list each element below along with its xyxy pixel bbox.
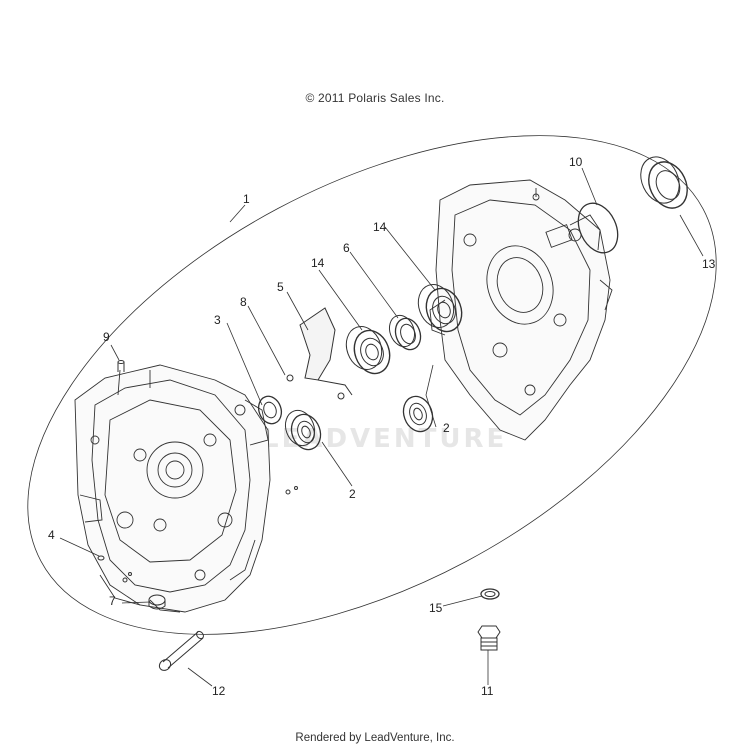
seal-6 [388, 314, 422, 351]
right-crankcase [429, 179, 613, 441]
screw-8 [286, 374, 345, 400]
callout-12: 12 [212, 684, 226, 698]
bearing-2-right [402, 395, 434, 433]
oil-seal [640, 156, 688, 209]
bolt-12 [158, 630, 204, 671]
washer [480, 588, 500, 600]
bearing-2-center [284, 409, 322, 451]
drain-plug [477, 625, 501, 651]
callout-2-center: 2 [349, 487, 356, 501]
rendered-by-text: Rendered by LeadVenture, Inc. [295, 732, 455, 744]
leader-lines [59, 167, 704, 687]
callout-4: 4 [48, 528, 55, 542]
callout-10: 10 [569, 155, 583, 169]
assembly-outline [27, 135, 717, 635]
callout-labels: 1 2 2 3 4 5 6 7 8 9 10 11 12 13 14 14 15 [48, 155, 716, 698]
callout-9: 9 [103, 330, 110, 344]
seal-3 [257, 395, 283, 425]
callout-3: 3 [214, 313, 221, 327]
dowel-pin [117, 360, 125, 372]
callout-14-right: 14 [373, 220, 387, 234]
bearing-upper-right [417, 284, 463, 333]
callout-13: 13 [702, 257, 716, 271]
copyright-text: © 2011 Polaris Sales Inc. [305, 91, 445, 105]
callout-5: 5 [277, 280, 284, 294]
bearing-lower-left [345, 326, 391, 375]
callout-14-left: 14 [311, 256, 325, 270]
plug-7 [148, 594, 166, 610]
callout-7: 7 [109, 594, 116, 608]
baffle-plate [299, 307, 353, 396]
callout-6: 6 [343, 241, 350, 255]
callout-15: 15 [429, 601, 443, 615]
pin-4 [97, 555, 105, 561]
callout-8: 8 [240, 295, 247, 309]
callout-11: 11 [481, 684, 494, 698]
left-crankcase [74, 364, 271, 613]
callout-1: 1 [243, 192, 250, 206]
callout-2-right: 2 [443, 421, 450, 435]
snap-ring [577, 202, 619, 254]
